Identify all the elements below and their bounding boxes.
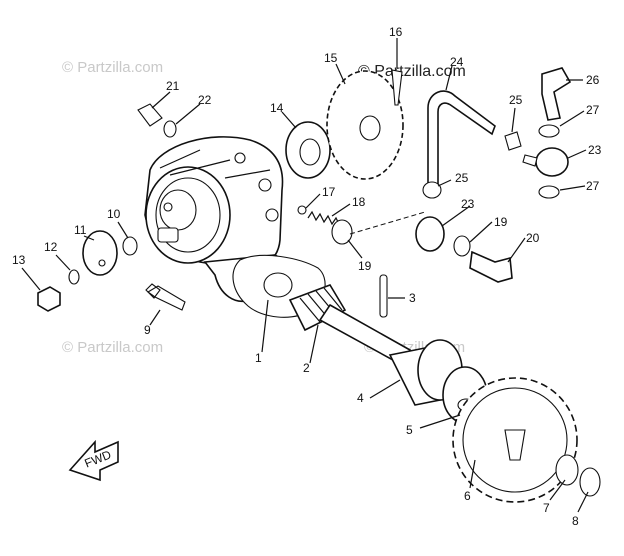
- callout-16: 16: [389, 25, 403, 39]
- pump-gear: [326, 70, 404, 180]
- callout-19-left: 19: [358, 259, 372, 273]
- callout-19-right: 19: [494, 215, 508, 229]
- callout-7: 7: [543, 501, 550, 515]
- washer: [122, 236, 138, 256]
- check-spring: [307, 210, 341, 227]
- bolt: [145, 283, 186, 311]
- hose-clip: [422, 181, 442, 199]
- circlip: [579, 467, 601, 497]
- callout-27-bottom: 27: [586, 179, 600, 193]
- oil-seal: [285, 121, 331, 179]
- callout-20: 20: [526, 231, 540, 245]
- forward-arrow: FWD: [68, 439, 119, 482]
- callout-25-top: 25: [509, 93, 523, 107]
- callout-2: 2: [303, 361, 310, 375]
- callout-26: 26: [586, 73, 600, 87]
- gasket: [331, 219, 353, 245]
- watermark-top-right: © Partzilla.com: [358, 63, 466, 80]
- hose-clip: [504, 131, 522, 151]
- callout-25-bottom: 25: [455, 171, 469, 185]
- leader-lines: [21, 38, 589, 513]
- union-bolt: [469, 250, 513, 283]
- banjo-fitting: [535, 147, 569, 177]
- callout-5: 5: [406, 423, 413, 437]
- cover-plate: [82, 230, 118, 276]
- worm-shaft: [288, 284, 412, 367]
- callout-4: 4: [357, 391, 364, 405]
- callout-6: 6: [464, 489, 471, 503]
- callout-24: 24: [450, 55, 464, 69]
- callout-18: 18: [352, 195, 366, 209]
- washer: [555, 454, 579, 486]
- drive-gear: [452, 377, 578, 503]
- washer: [538, 124, 560, 138]
- check-ball: [297, 205, 307, 215]
- spring-pin: [391, 69, 403, 106]
- callout-3: 3: [409, 291, 416, 305]
- oil-hose: [427, 90, 496, 187]
- screw: [137, 103, 163, 127]
- callout-23-right: 23: [588, 143, 602, 157]
- washer: [538, 185, 560, 199]
- callout-12: 12: [44, 240, 58, 254]
- banjo-plug: [415, 216, 445, 252]
- banjo-bolt: [541, 67, 572, 121]
- watermark-top-left: © Partzilla.com: [62, 59, 163, 76]
- callout-13: 13: [12, 253, 26, 267]
- callout-8: 8: [572, 514, 579, 528]
- nut: [37, 286, 61, 312]
- callout-1: 1: [255, 351, 262, 365]
- washer: [68, 269, 80, 285]
- callout-10: 10: [107, 207, 121, 221]
- dowel-pin: [379, 274, 388, 318]
- callout-labels: 1 2 3 4 5 6 7 8 9 10 11 12 13 14 15 16 1…: [12, 25, 602, 528]
- callout-14: 14: [270, 101, 284, 115]
- washer: [163, 120, 177, 138]
- callout-21: 21: [166, 79, 180, 93]
- watermark-middle-left: © Partzilla.com: [62, 339, 163, 356]
- callout-17: 17: [322, 185, 336, 199]
- callout-23-left: 23: [461, 197, 475, 211]
- callout-11: 11: [74, 223, 87, 237]
- callout-27-top: 27: [586, 103, 600, 117]
- callout-9: 9: [144, 323, 151, 337]
- gasket: [453, 235, 471, 257]
- callout-15: 15: [324, 51, 338, 65]
- callout-22: 22: [198, 93, 212, 107]
